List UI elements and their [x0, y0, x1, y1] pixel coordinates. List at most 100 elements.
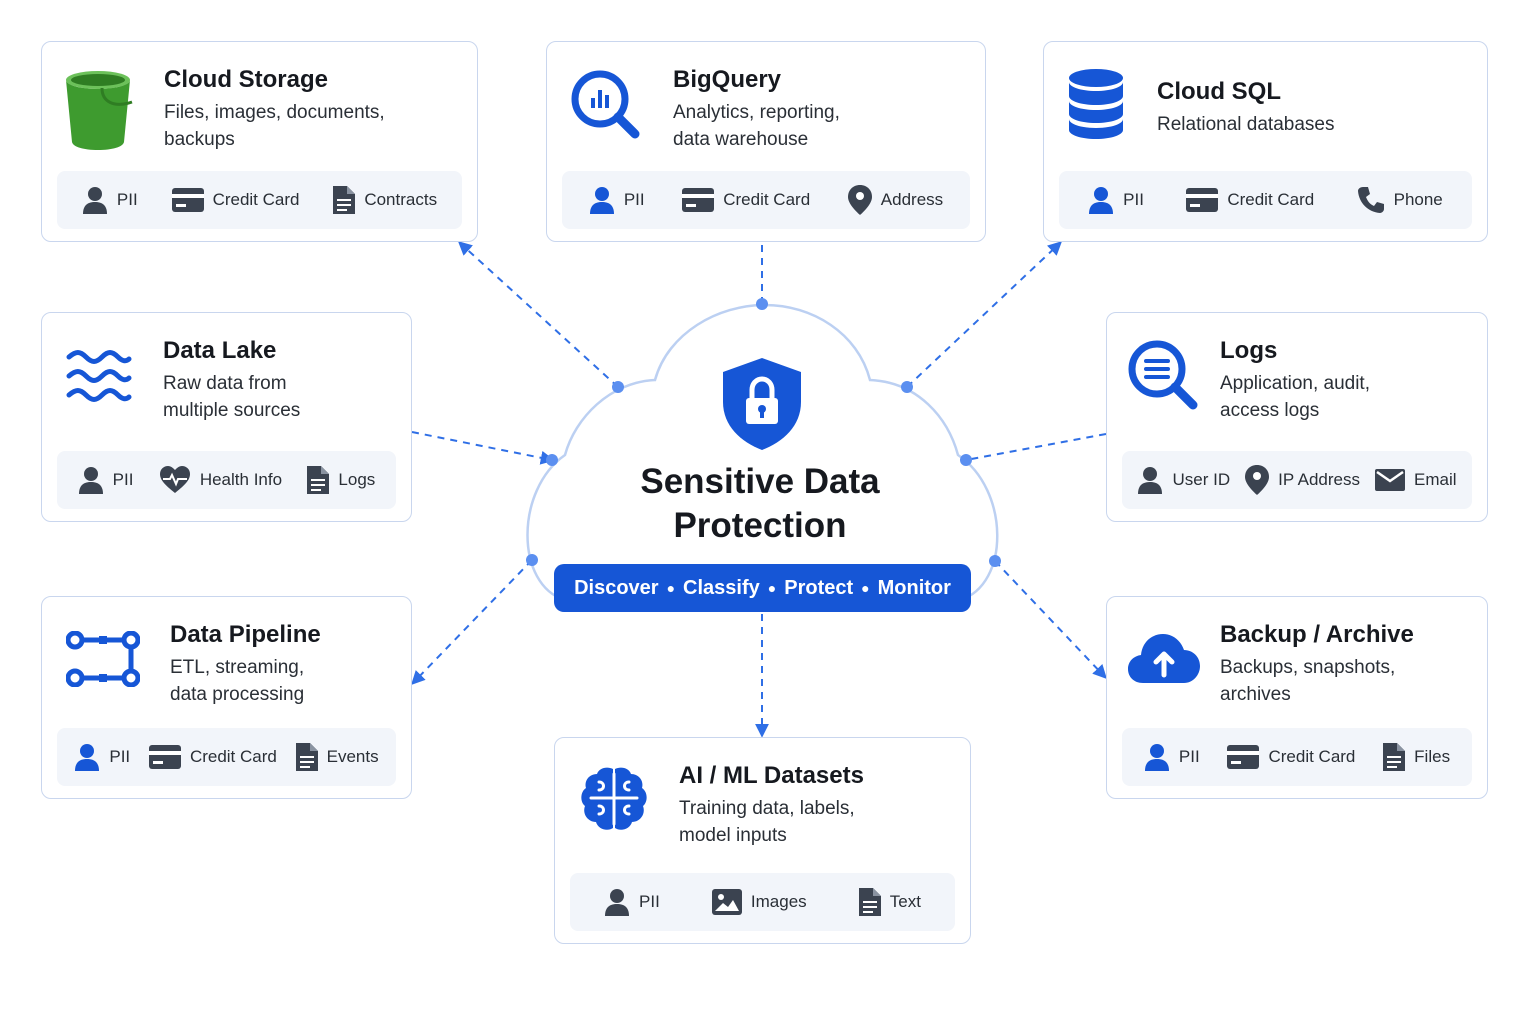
step-monitor: Monitor — [877, 576, 951, 599]
connector-node — [960, 454, 972, 466]
tag-pii: PII — [74, 743, 130, 771]
tag-label: PII — [112, 470, 134, 489]
tag-bar: PII Health Info Logs — [57, 451, 396, 509]
document-icon — [295, 743, 318, 771]
log-search-icon — [1127, 339, 1199, 411]
tag-pii: PII — [78, 466, 134, 494]
card-title: Cloud SQL — [1157, 78, 1281, 105]
card-cloud-sql: Cloud SQL Relational databases PII Credi… — [1043, 41, 1488, 242]
bigquery-icon — [569, 68, 641, 140]
person-icon — [1089, 187, 1114, 214]
pipeline-icon — [66, 631, 140, 687]
location-pin-icon — [847, 185, 872, 215]
tag-pii: PII — [589, 186, 645, 214]
card-title: Backup / Archive — [1220, 621, 1414, 648]
tag-label: PII — [116, 190, 138, 209]
person-icon — [1138, 467, 1163, 494]
description-line: ETL, streaming, — [170, 657, 305, 678]
connector-logs — [965, 433, 1107, 461]
tag-text: Text — [858, 888, 921, 916]
step-separator: ● — [861, 580, 870, 596]
step-classify: Classify — [683, 576, 760, 599]
hub-steps-banner: Discover ● Classify ● Protect ● Monitor — [554, 564, 971, 612]
hub-title-line1: Sensitive Data — [640, 462, 880, 501]
tag-pii: PII — [82, 186, 138, 214]
tag-label: PII — [623, 190, 645, 209]
hub-title: Sensitive Data Protection — [560, 460, 960, 548]
tag-contracts: Contracts — [333, 186, 437, 214]
tag-label: Credit Card — [189, 747, 277, 766]
tag-label: IP Address — [1278, 470, 1360, 489]
tag-label: Text — [889, 892, 921, 911]
description-line: multiple sources — [163, 400, 301, 421]
card-description: Analytics, reporting, data warehouse — [673, 99, 840, 153]
tag-label: Files — [1414, 747, 1451, 766]
tag-label: PII — [109, 747, 131, 766]
tag-label: PII — [1123, 190, 1144, 209]
description-line: archives — [1220, 684, 1291, 705]
shield-lock-icon — [719, 356, 805, 457]
description-line: backups — [164, 129, 235, 150]
card-description: Raw data from multiple sources — [163, 370, 300, 424]
connector-node — [612, 381, 624, 393]
tag-credit-card: Credit Card — [1227, 745, 1355, 769]
tag-ip-address: IP Address — [1245, 465, 1360, 495]
tag-label: PII — [639, 892, 660, 911]
tag-pii: PII — [604, 888, 660, 916]
card-ai-ml-datasets: AI / ML Datasets Training data, labels, … — [554, 737, 971, 944]
card-description: Files, images, documents, backups — [164, 99, 385, 153]
description-line: Backups, snapshots, — [1220, 657, 1396, 678]
person-icon — [589, 187, 614, 214]
credit-card-icon — [171, 188, 204, 212]
document-icon — [1383, 743, 1406, 771]
description-line: model inputs — [679, 825, 787, 846]
description-line: Relational databases — [1157, 114, 1335, 135]
card-bigquery: BigQuery Analytics, reporting, data ware… — [546, 41, 986, 242]
tag-events: Events — [295, 743, 379, 771]
description-line: Analytics, reporting, — [673, 102, 840, 123]
document-icon — [858, 888, 881, 916]
tag-label: Address — [880, 190, 944, 209]
description-line: Raw data from — [163, 373, 287, 394]
card-title: BigQuery — [673, 66, 782, 93]
card-description: Application, audit, access logs — [1220, 370, 1370, 424]
tag-bar: PII Credit Card Events — [57, 728, 396, 786]
credit-card-icon — [682, 188, 715, 212]
tag-label: Credit Card — [723, 190, 811, 209]
connector-backup — [994, 560, 1107, 680]
tag-bar: User ID IP Address Email — [1122, 451, 1472, 509]
tag-bar: PII Credit Card Address — [562, 171, 970, 229]
tag-address: Address — [847, 185, 944, 215]
card-cloud-storage: Cloud Storage Files, images, documents, … — [41, 41, 478, 242]
document-icon — [333, 186, 356, 214]
tag-email: Email — [1374, 469, 1457, 491]
tag-label: PII — [1178, 747, 1200, 766]
connector-node — [756, 298, 768, 310]
card-title: Data Pipeline — [170, 621, 321, 648]
credit-card-icon — [1227, 745, 1260, 769]
card-backup-archive: Backup / Archive Backups, snapshots, arc… — [1106, 596, 1488, 799]
tag-bar: PII Credit Card Contracts — [57, 171, 462, 229]
connector-node — [989, 555, 1001, 567]
description-line: data processing — [170, 684, 305, 705]
tag-bar: PII Credit Card Files — [1122, 728, 1472, 786]
step-discover: Discover — [574, 576, 659, 599]
tag-label: Credit Card — [212, 190, 300, 209]
connector-node — [546, 454, 558, 466]
database-icon — [1068, 68, 1124, 140]
heart-pulse-icon — [159, 466, 190, 493]
card-title: Cloud Storage — [164, 66, 329, 93]
brain-icon — [579, 764, 649, 834]
mail-icon — [1374, 469, 1405, 491]
connector-node — [901, 381, 913, 393]
credit-card-icon — [148, 745, 181, 769]
tag-label: Phone — [1393, 190, 1443, 209]
description-line: data warehouse — [673, 129, 809, 150]
person-icon — [1144, 744, 1169, 771]
tag-bar: PII Images Text — [570, 873, 955, 931]
connector-node — [526, 554, 538, 566]
bucket-icon — [62, 68, 134, 150]
description-line: access logs — [1220, 400, 1320, 421]
tag-label: Credit Card — [1227, 190, 1315, 209]
